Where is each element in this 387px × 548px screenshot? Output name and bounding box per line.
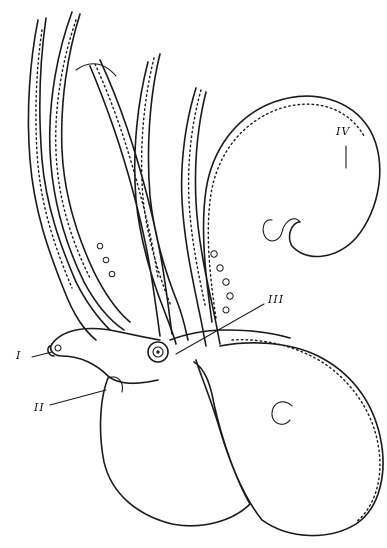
label-iii: III xyxy=(268,294,284,305)
label-iv: IV xyxy=(336,126,350,137)
web-lower xyxy=(196,340,383,536)
arm-4 xyxy=(135,54,188,344)
arm-3 xyxy=(90,60,172,336)
label-i: I xyxy=(16,350,21,361)
mantle xyxy=(101,362,250,526)
label-ii: II xyxy=(34,402,45,413)
leader-ii xyxy=(50,390,106,405)
sucker-row xyxy=(97,243,233,313)
head xyxy=(51,329,290,384)
web-upper xyxy=(204,96,380,322)
arm-1 xyxy=(28,18,110,340)
